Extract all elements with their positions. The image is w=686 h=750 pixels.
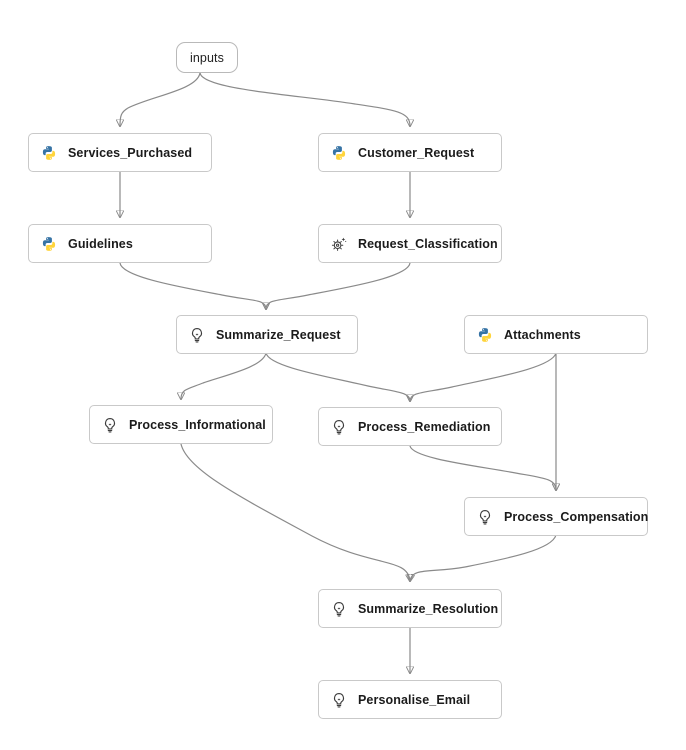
node-label: Attachments: [504, 327, 581, 342]
node-customer-request[interactable]: Customer_Request: [318, 133, 502, 172]
node-attachments[interactable]: Attachments: [464, 315, 648, 354]
node-inputs[interactable]: inputs: [176, 42, 238, 73]
edge-inputs-customer-request: [199, 72, 410, 126]
edge-process-remediation-process-compensation: [409, 445, 556, 490]
node-process-informational[interactable]: Process_Informational: [89, 405, 273, 444]
python-icon: [331, 145, 347, 161]
lightbulb-icon: [331, 692, 347, 708]
node-process-compensation[interactable]: Process_Compensation: [464, 497, 648, 536]
node-label: Guidelines: [68, 236, 133, 251]
edge-attachments-process-remediation: [410, 352, 557, 401]
edge-process-informational-summarize-resolution: [180, 443, 410, 581]
node-summarize-request[interactable]: Summarize_Request: [176, 315, 358, 354]
llm-sparkle-icon: [331, 236, 347, 252]
edge-request-classification-summarize-request: [266, 262, 411, 309]
lightbulb-icon: [477, 509, 493, 525]
lightbulb-icon: [331, 419, 347, 435]
node-label: Customer_Request: [358, 145, 475, 160]
edge-summarize-request-process-informational: [181, 352, 267, 399]
node-request-classification[interactable]: Request_Classification: [318, 224, 502, 263]
edge-inputs-services-purchased: [120, 72, 201, 126]
node-label: Personalise_Email: [358, 692, 471, 707]
edge-summarize-request-process-remediation: [265, 352, 410, 401]
node-summarize-resolution[interactable]: Summarize_Resolution: [318, 589, 502, 628]
node-guidelines[interactable]: Guidelines: [28, 224, 212, 263]
node-label: Summarize_Request: [216, 327, 341, 342]
edge-process-compensation-summarize-resolution: [410, 534, 557, 581]
node-label: Process_Remediation: [358, 419, 491, 434]
lightbulb-icon: [331, 601, 347, 617]
edge-guidelines-summarize-request: [119, 262, 266, 309]
node-personalise-email[interactable]: Personalise_Email: [318, 680, 502, 719]
node-label: Services_Purchased: [68, 145, 193, 160]
node-label: Process_Compensation: [504, 509, 649, 524]
node-label: inputs: [190, 50, 224, 65]
lightbulb-icon: [189, 327, 205, 343]
node-services-purchased[interactable]: Services_Purchased: [28, 133, 212, 172]
node-label: Request_Classification: [358, 236, 498, 251]
node-label: Process_Informational: [129, 417, 266, 432]
python-icon: [41, 236, 57, 252]
node-label: Summarize_Resolution: [358, 601, 499, 616]
node-process-remediation[interactable]: Process_Remediation: [318, 407, 502, 446]
lightbulb-icon: [102, 417, 118, 433]
python-icon: [477, 327, 493, 343]
python-icon: [41, 145, 57, 161]
